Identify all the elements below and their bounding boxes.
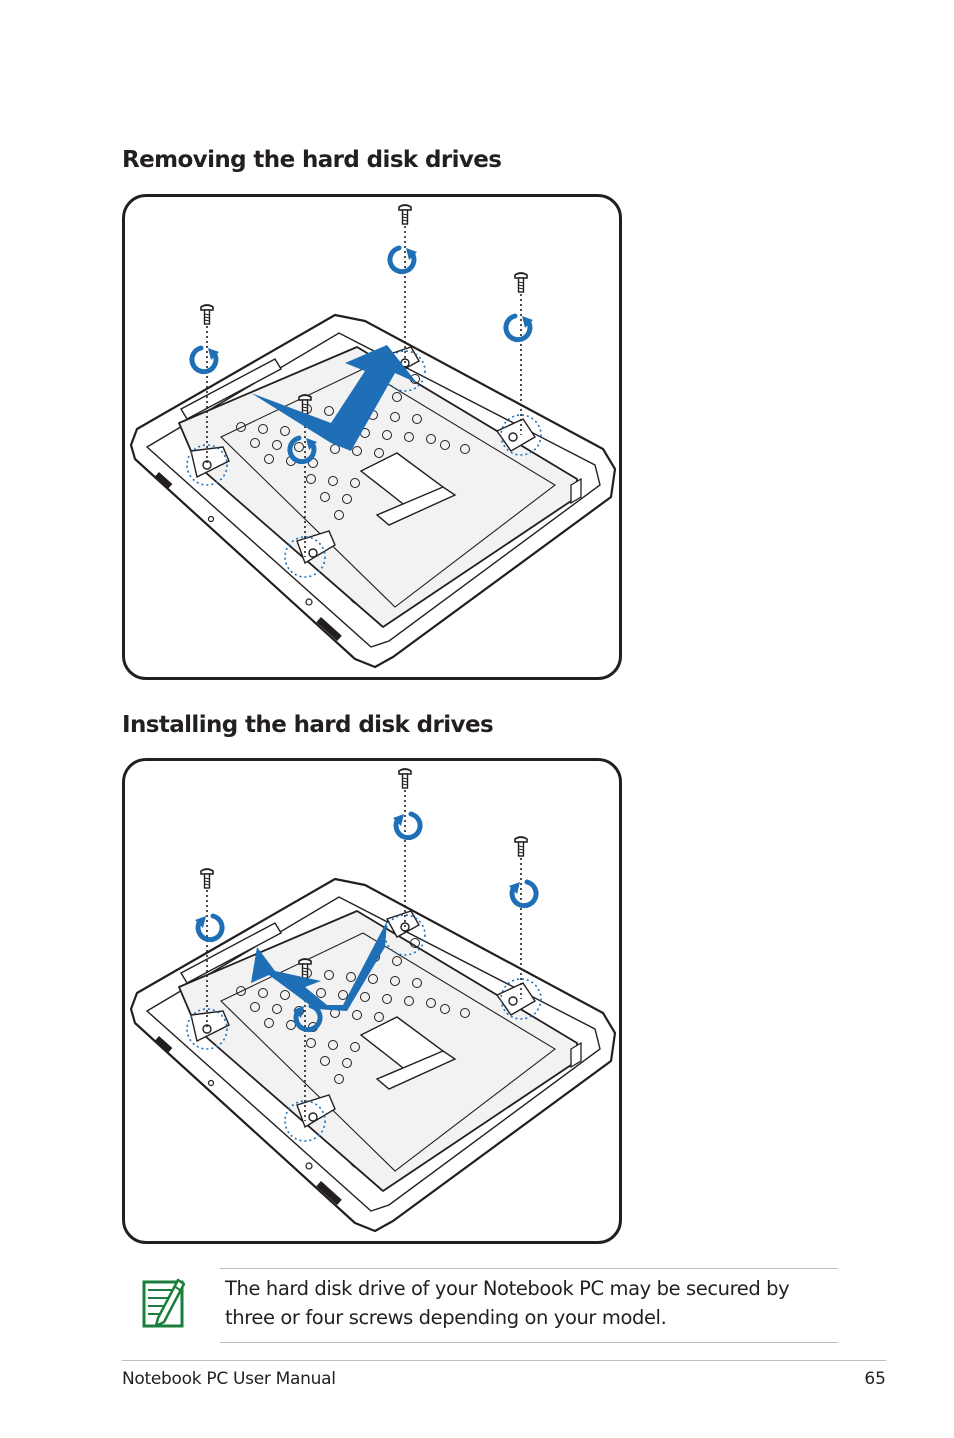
drive-bay-drawing xyxy=(129,877,617,1233)
footer-manual-title: Notebook PC User Manual xyxy=(122,1369,336,1389)
rotate-counterclockwise-icon xyxy=(192,348,219,372)
note-text: The hard disk drive of your Notebook PC … xyxy=(225,1277,790,1329)
installing-hdd-illustration xyxy=(129,768,617,1233)
screw-icon xyxy=(200,304,214,325)
installing-section-heading: Installing the hard disk drives xyxy=(122,712,494,738)
slide-out-arrow-icon xyxy=(251,345,417,451)
rotate-clockwise-icon xyxy=(509,882,536,906)
removing-hdd-diagram xyxy=(122,194,622,680)
screw-icon xyxy=(398,768,412,789)
installing-hdd-diagram xyxy=(122,758,622,1244)
note-pencil-icon xyxy=(142,1278,186,1328)
slide-in-arrow-icon xyxy=(251,921,387,1011)
screw-icon xyxy=(514,836,528,857)
removing-section-heading: Removing the hard disk drives xyxy=(122,147,502,173)
rotate-clockwise-icon xyxy=(393,814,420,838)
footer-divider xyxy=(122,1360,886,1361)
note-top-divider xyxy=(220,1268,838,1269)
rotate-counterclockwise-icon xyxy=(390,248,417,272)
screw-icon xyxy=(514,272,528,293)
note-bottom-divider xyxy=(220,1342,838,1343)
removing-hdd-illustration xyxy=(129,204,617,669)
screw-icon xyxy=(398,204,412,225)
rotate-counterclockwise-icon xyxy=(506,316,533,340)
rotate-clockwise-icon xyxy=(195,916,222,940)
page-number: 65 xyxy=(864,1369,886,1389)
screw-icon xyxy=(200,868,214,889)
